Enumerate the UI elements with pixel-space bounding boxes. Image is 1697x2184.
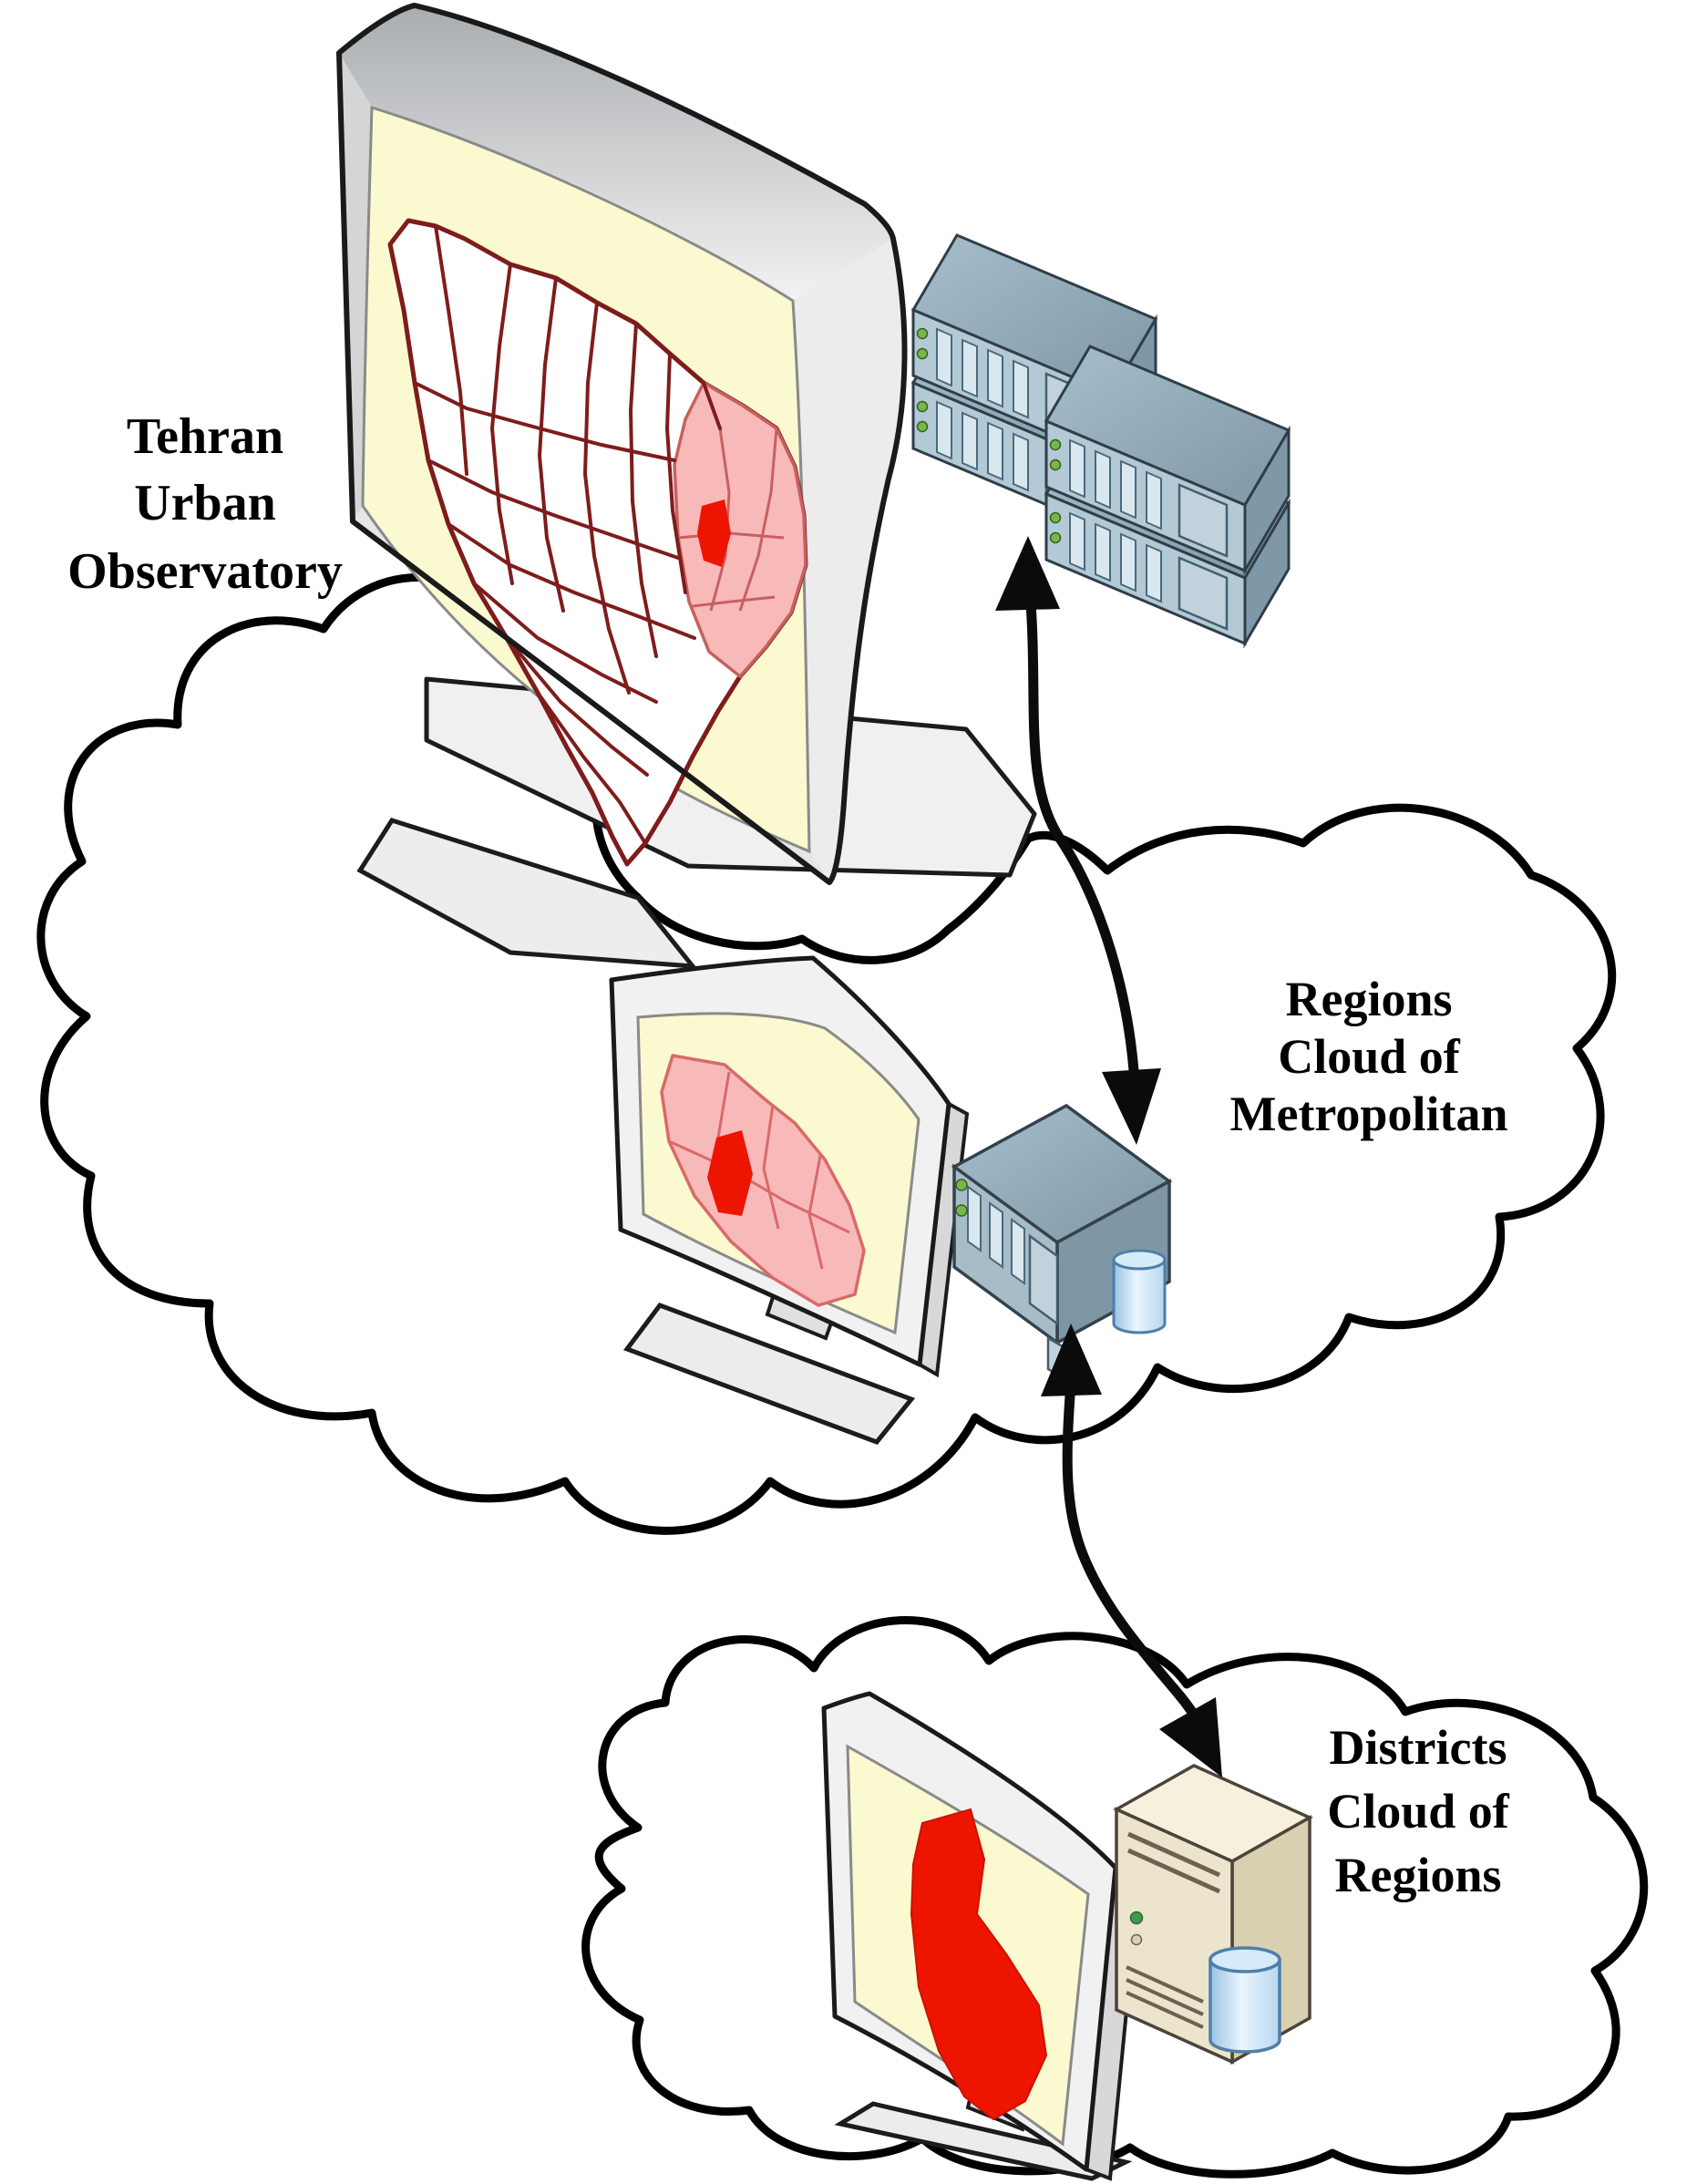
observatory-label-line2: Urban <box>134 475 276 531</box>
map-selected-district-red <box>697 500 731 567</box>
double-headed-arrow-icon <box>1024 590 1141 1102</box>
regions-monitor-base <box>622 1303 916 1445</box>
observatory-monitor-outline <box>336 3 908 885</box>
districts-cloud-label-line1: Districts <box>1330 1720 1507 1775</box>
led-icon <box>1049 531 1062 544</box>
regions-cloud-label: Regions Cloud of Metropolitan <box>1230 972 1508 1141</box>
districts-monitor-base <box>834 2101 1133 2181</box>
led-icon <box>1049 511 1062 524</box>
rack-unit <box>1044 345 1291 576</box>
regions-cloud-label-line1: Regions <box>1285 972 1452 1026</box>
districts-server-front <box>1115 1807 1234 2065</box>
districts-server-drive-slits <box>1126 1831 1221 1894</box>
observatory-monitor <box>336 3 908 969</box>
led-icon <box>955 1204 968 1217</box>
monitor-top-bezel <box>339 5 893 301</box>
district-map-red-shape <box>910 1808 1048 2121</box>
districts-database-icon <box>1208 1946 1281 2054</box>
led-icon <box>916 347 929 360</box>
regions-map <box>660 1054 866 1307</box>
regions-map-pink-body <box>660 1054 866 1307</box>
led-icon <box>916 420 929 433</box>
tehran-districts-map <box>387 218 808 867</box>
map-district-borders <box>413 224 722 845</box>
double-headed-arrow-icon <box>1062 1371 1218 1751</box>
districts-server <box>1113 1764 1313 2065</box>
led-icon <box>916 400 929 413</box>
led-icon <box>1129 1911 1144 1925</box>
regions-database-icon <box>1112 1249 1167 1334</box>
arrowhead-down-icon <box>1102 1068 1161 1145</box>
districts-server-vents <box>1126 1965 1204 2029</box>
led-icon <box>916 327 929 340</box>
led-icon <box>955 1179 968 1191</box>
led-icon <box>1049 458 1062 471</box>
arrowhead-up-icon <box>995 536 1060 611</box>
observatory-label-line1: Tehran <box>127 408 283 465</box>
regions-map-selected-red <box>707 1130 753 1216</box>
link-regions-districts <box>1041 1324 1222 1777</box>
arrowhead-down-icon <box>1159 1697 1222 1777</box>
monitor-right-bezel <box>793 239 905 882</box>
power-button-icon <box>1130 1933 1143 1946</box>
regions-cloud-label-line2: Cloud of <box>1278 1029 1461 1084</box>
observatory-monitor-base <box>356 818 698 969</box>
led-icon <box>1049 438 1062 451</box>
arrowhead-up-icon <box>1041 1324 1102 1396</box>
regions-monitor <box>609 955 970 1445</box>
districts-cloud-label-line3: Regions <box>1334 1848 1501 1902</box>
districts-cloud-label-line2: Cloud of <box>1327 1784 1510 1839</box>
observatory-server-rack-2 <box>1044 345 1291 649</box>
link-observatory-regions <box>995 536 1161 1145</box>
districts-cloud-label: Districts Cloud of Regions <box>1327 1720 1510 1902</box>
observatory-label: Tehran Urban Observatory <box>67 408 343 600</box>
regions-server-vents <box>967 1185 1025 1285</box>
regions-cloud-label-line3: Metropolitan <box>1230 1087 1508 1141</box>
observatory-label-line3: Observatory <box>67 543 343 600</box>
